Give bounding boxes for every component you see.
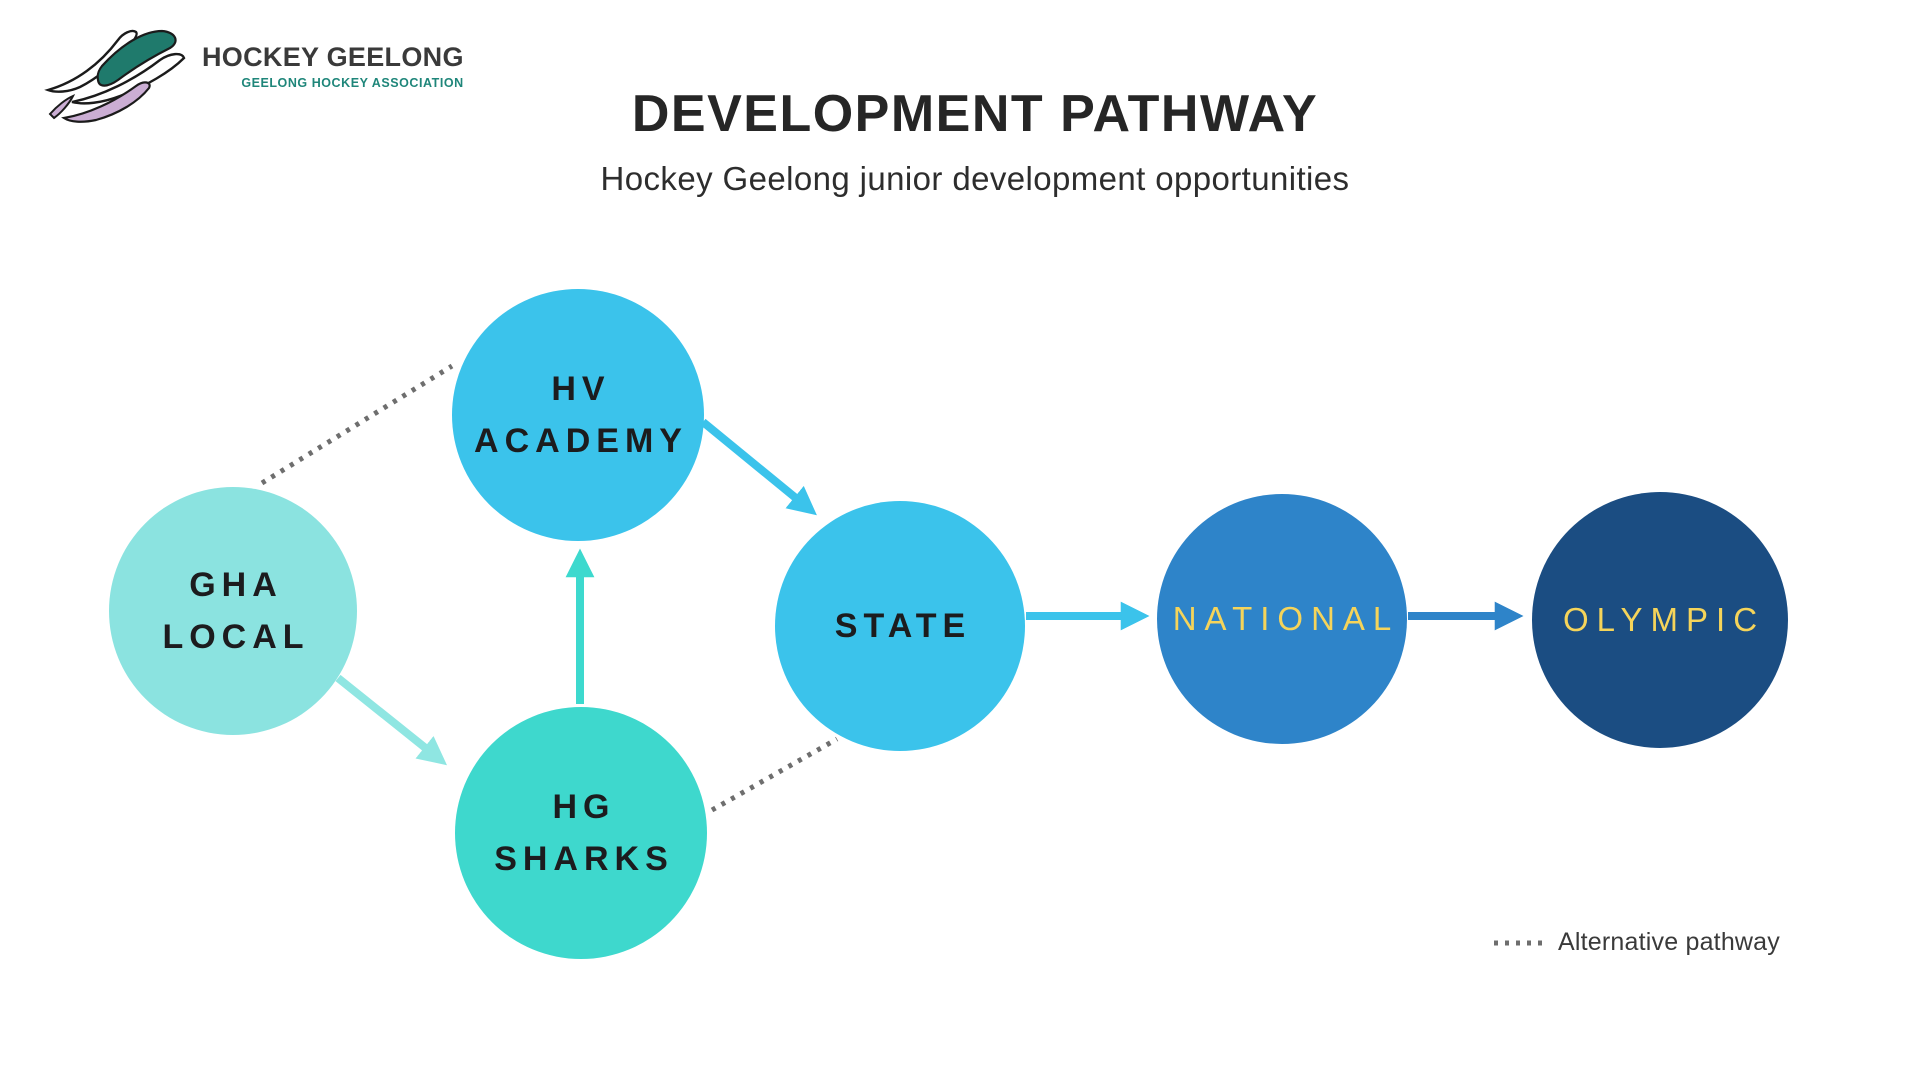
node-gha-local-label-line2: LOCAL <box>162 618 310 656</box>
dotted-path-hg-sharks-to-state <box>710 736 839 813</box>
page-title: DEVELOPMENT PATHWAY <box>631 85 1319 143</box>
node-hg-sharks-label-line1: HG <box>552 788 616 826</box>
arrow-gha-local-to-hg-sharks <box>335 674 447 766</box>
node-national-label: NATIONAL <box>1172 600 1400 637</box>
arrow-hv-academy-to-state <box>700 418 817 516</box>
legend-alternative-pathway: Alternative pathway <box>1492 928 1780 957</box>
node-hv-academy-label-line2: ACADEMY <box>474 422 688 460</box>
node-hv-academy: HV ACADEMY <box>452 289 704 541</box>
node-hv-academy-label-line1: HV <box>551 370 611 408</box>
node-olympic-label: OLYMPIC <box>1562 601 1766 638</box>
legend-dotted-line-icon <box>1494 940 1542 945</box>
node-state-label: STATE <box>834 607 972 645</box>
page-subtitle: Hockey Geelong junior development opport… <box>600 160 1350 197</box>
node-national: NATIONAL <box>1157 494 1407 744</box>
node-gha-local-label-line1: GHA <box>189 566 283 604</box>
node-state: STATE <box>775 501 1025 751</box>
logo-title: HOCKEY GEELONG <box>202 42 464 72</box>
logo-subtitle: GEELONG HOCKEY ASSOCIATION <box>241 76 464 90</box>
node-gha-local: GHA LOCAL <box>109 487 357 735</box>
logo-text: HOCKEY GEELONG GEELONG HOCKEY ASSOCIATIO… <box>202 42 464 90</box>
node-hg-sharks-label-line2: SHARKS <box>494 840 674 878</box>
hockey-geelong-logo-icon <box>44 29 186 123</box>
legend-label: Alternative pathway <box>1558 928 1780 956</box>
hockey-geelong-logo: HOCKEY GEELONG GEELONG HOCKEY ASSOCIATIO… <box>42 24 464 134</box>
node-olympic: OLYMPIC <box>1532 492 1788 748</box>
dotted-path-gha-local-to-hv-academy <box>260 363 454 486</box>
node-hg-sharks: HG SHARKS <box>455 707 707 959</box>
